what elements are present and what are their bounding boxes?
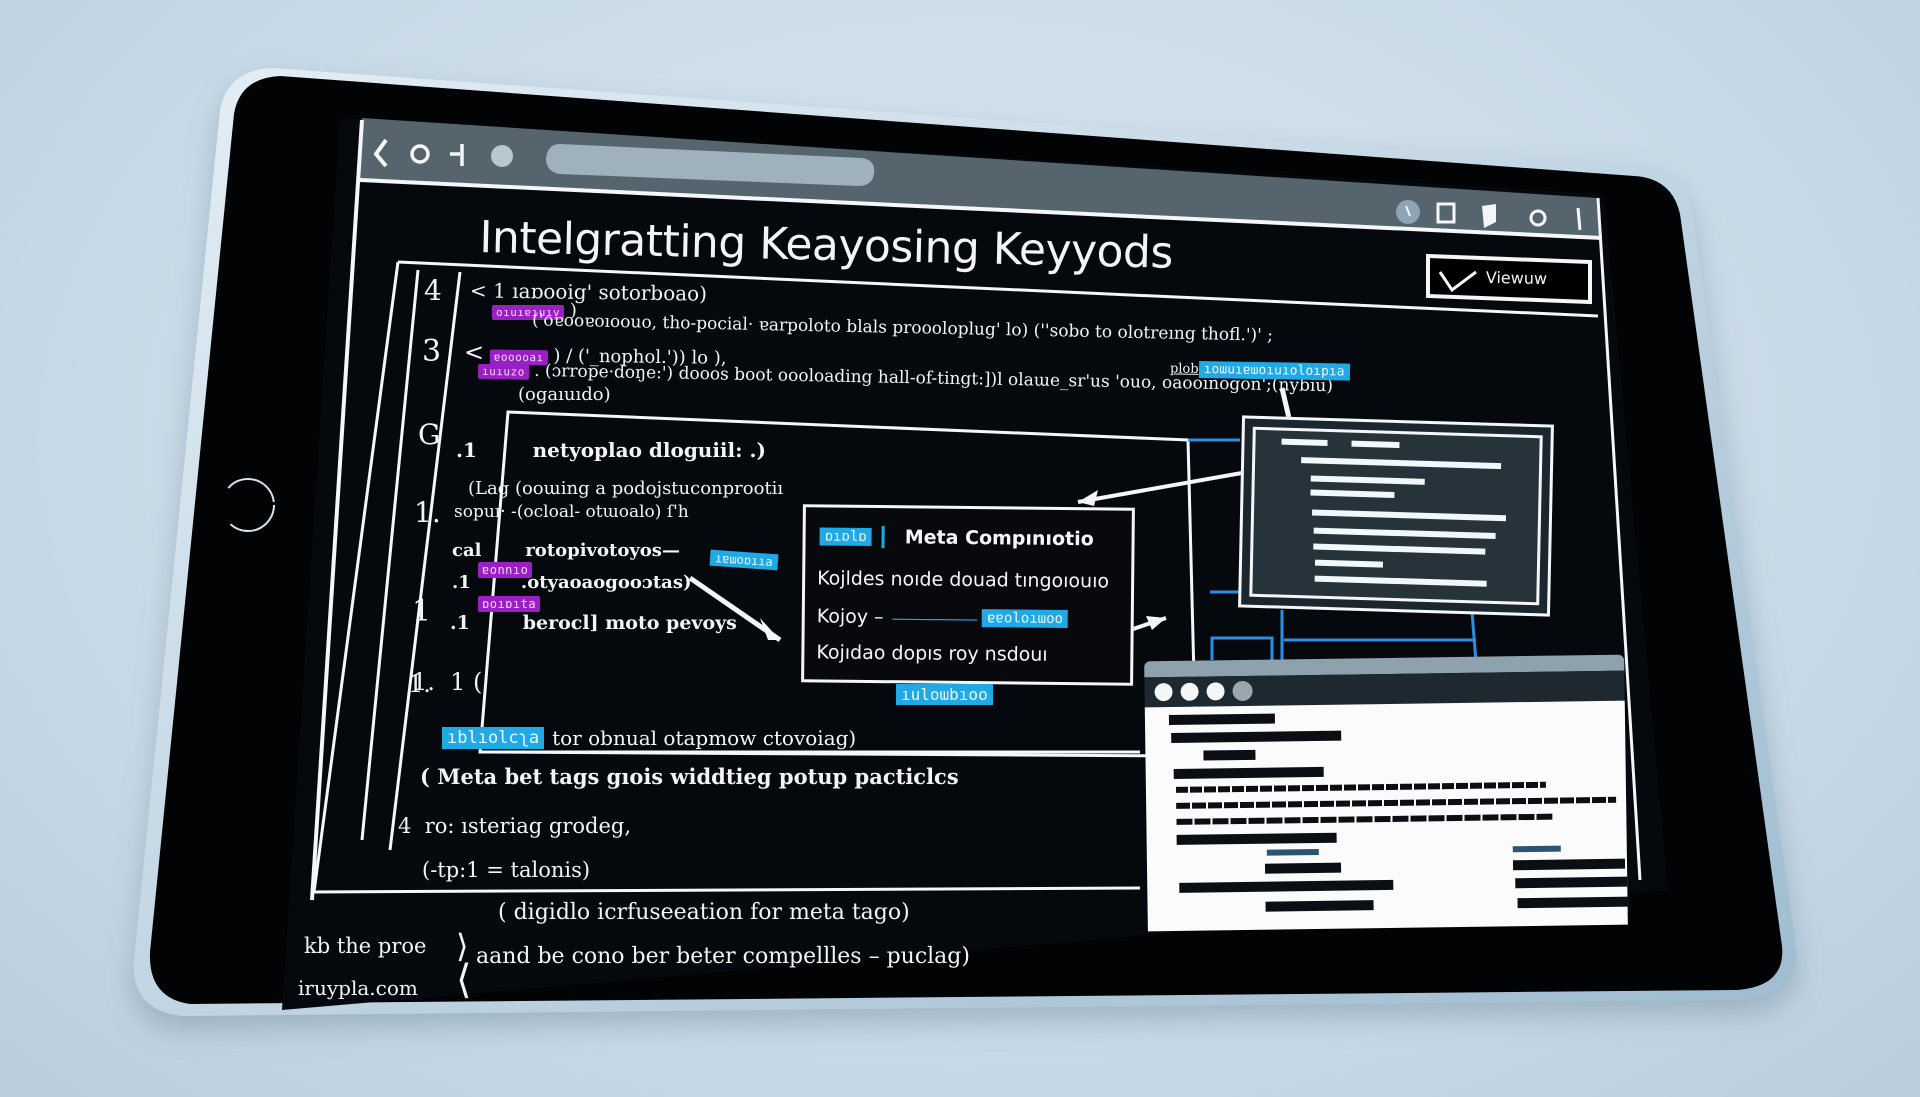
view-button-frame <box>1426 253 1592 305</box>
gutter-number: 1. <box>408 670 431 698</box>
purple-tag: ɒoıɒıta <box>478 596 541 612</box>
gutter-number: G <box>418 418 441 451</box>
gutter-number: 1 <box>412 594 432 629</box>
minus-icon <box>450 144 464 166</box>
home-button <box>221 478 275 532</box>
panel-line: sopuı· -(ocloal- otɯoalo) ſ'h <box>454 502 689 522</box>
browser-nav-icons <box>373 138 513 168</box>
lower-code-line: ıblıolcʅa tor obnual otapmow ctovoiag) <box>442 726 856 750</box>
window-dot-icon[interactable] <box>1206 682 1225 701</box>
window-dot-icon[interactable] <box>1180 682 1199 701</box>
popup-badge: ɒıɒlɒ <box>819 527 872 546</box>
panel-line: cal rotopivotoyos— <box>452 540 680 561</box>
popup-row: Kojıdao dopıs roy nsdouı <box>816 641 1048 666</box>
window-content <box>1144 700 1630 932</box>
squiggle-icon: ⸻⸻ <box>891 608 977 631</box>
footer-brace: ⟨ <box>456 957 472 1003</box>
panel-line: 1. 1 ( <box>412 668 483 696</box>
highlight-tag: ıblıolcʅa <box>442 727 545 749</box>
popup-title: Meta Compınıotio <box>904 526 1094 551</box>
blue-tag: ıoɯuıɐɯoıuıoloıpıa <box>1198 360 1350 381</box>
circle-icon <box>410 144 430 164</box>
window-dot-icon[interactable] <box>1154 682 1173 702</box>
ring-icon <box>1529 209 1547 227</box>
divider <box>881 526 885 549</box>
square-icon <box>1436 202 1456 224</box>
gutter-number: 3 <box>422 334 442 369</box>
popup-footer-tag: ıuloɯbıoo <box>896 684 993 705</box>
window-dot-icon[interactable] <box>1232 680 1253 702</box>
browser-right-icons <box>1396 200 1582 231</box>
lower-code-line: (-tp:1 = talonis) <box>422 858 591 882</box>
code-line: (ogaıuıdo) <box>518 384 611 405</box>
footer-left-label: kb the proe <box>304 934 427 958</box>
popup-row: Kojldes noıde douad tıngoıouıo <box>817 567 1110 593</box>
lower-code-line: ( Meta bet tags gıois widdtieg potup pac… <box>420 764 959 789</box>
gutter-number: 4 <box>424 274 442 307</box>
dot-icon <box>491 145 513 167</box>
meta-popup[interactable]: ɒıɒlɒ Meta Compınıotio Kojldes noıde dou… <box>801 504 1135 686</box>
footer-line: ( digidlo icrfuseeation for meta tago) <box>498 900 910 925</box>
panel-line: (Lag (ooɯing a podojstuconprootiı <box>468 478 784 499</box>
bookmark-icon <box>1482 204 1496 228</box>
purple-tag: oıuıɐıuıv <box>492 305 565 320</box>
panel-line: .1 berocl] moto pevoys <box>450 612 737 634</box>
back-icon <box>373 138 388 168</box>
gutter-number: 1. <box>414 496 441 529</box>
bar-icon <box>1576 207 1582 231</box>
popup-row: Kojoy – ⸻⸻ ɐɐoloıɯoo <box>817 603 1069 632</box>
footer-line: aand be cono ber beter compellles – pucl… <box>476 944 970 969</box>
footer-brace: ⟩ <box>456 927 469 965</box>
footer-link[interactable]: iruypla.com <box>298 976 418 1000</box>
preview-window-dark <box>1238 415 1554 617</box>
lower-code-line: 4 ro: ısteriag grodeg, <box>398 814 632 838</box>
view-button[interactable]: Viewuw <box>1485 268 1548 289</box>
checkmark-icon <box>1438 270 1477 293</box>
code-line: oıuıɐıuıv ) <box>492 300 577 321</box>
purple-tag: ɐonnıo <box>478 562 533 578</box>
purple-tag: ıuıuzo <box>477 363 529 380</box>
url-bar <box>546 144 875 186</box>
blue-tag: ɐɐoloıɯoo <box>982 609 1069 629</box>
preview-window-light <box>1144 654 1630 932</box>
panel-line: .1 netyoplao dloguiil: .) <box>456 438 766 462</box>
panel-line: .1 .otyaoaogooɔtas) <box>452 572 692 593</box>
